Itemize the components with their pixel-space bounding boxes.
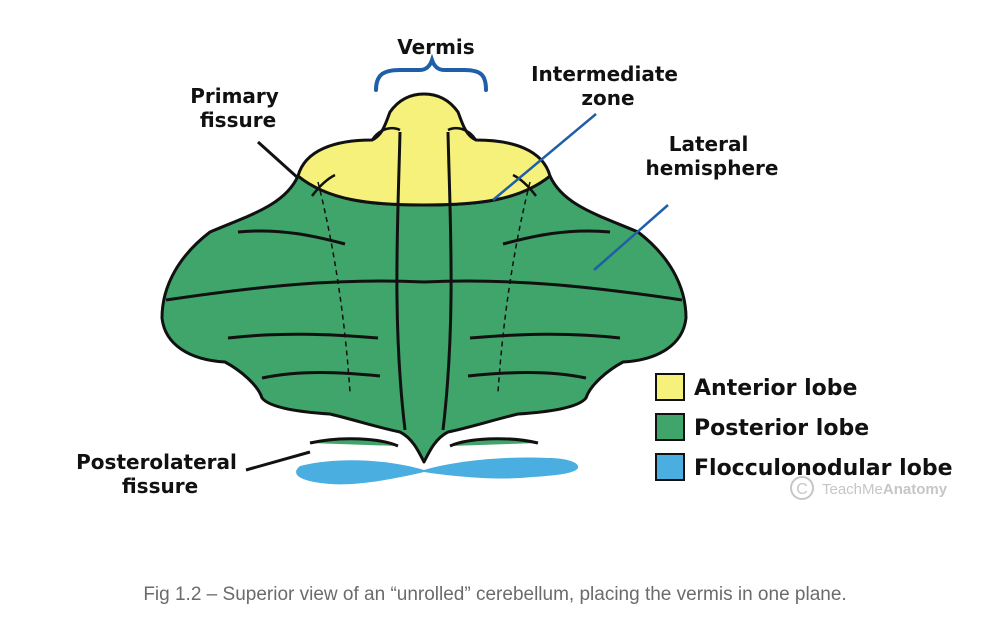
anterior-fold-right xyxy=(512,173,537,197)
intermediate-zone-label: Intermediate zone xyxy=(531,62,685,110)
anterior-fold-left xyxy=(311,173,336,197)
vermis-line-right xyxy=(441,131,453,431)
watermark: C TeachMeAnatomy xyxy=(790,476,948,500)
anterior-notch-right xyxy=(447,126,478,141)
folium-2-left xyxy=(165,279,425,302)
cerebellum-diagram: Vermis Primary fissure Intermediate zone… xyxy=(76,35,953,500)
anterior-lobe-shape xyxy=(296,92,552,207)
bottom-fold-left xyxy=(309,437,399,448)
copyright-c-icon xyxy=(790,476,814,500)
folium-3-left xyxy=(227,332,379,340)
posterior-lobe-shape xyxy=(160,174,688,464)
bottom-fold-right xyxy=(449,437,539,448)
posterolateral-fissure-label: Posterolateral fissure xyxy=(76,450,244,498)
lateral-hemisphere-label: Lateral hemisphere xyxy=(646,132,779,180)
folium-4-right xyxy=(467,371,587,380)
lateral-hemisphere-pointer xyxy=(593,204,669,271)
legend-label-flocculonodular: Flocculonodular lobe xyxy=(694,456,953,481)
primary-fissure-pointer xyxy=(256,140,300,180)
legend-label-posterior: Posterior lobe xyxy=(694,416,869,441)
primary-fissure-label: Primary fissure xyxy=(190,84,286,132)
folium-2-right xyxy=(423,279,683,302)
folium-4-left xyxy=(261,371,381,380)
intermediate-zone-pointer xyxy=(492,113,597,201)
vermis-line-left xyxy=(395,131,407,431)
folium-3-right xyxy=(469,332,621,340)
folium-1-left xyxy=(237,229,346,246)
legend-swatch-anterior xyxy=(655,373,685,401)
legend-swatch-posterior xyxy=(655,413,685,441)
flocculonodular-lobe-shape xyxy=(296,457,579,485)
folium-1-right xyxy=(502,229,611,246)
vermis-label: Vermis xyxy=(397,35,474,59)
posterolateral-fissure-pointer xyxy=(245,450,311,472)
legend-swatch-flocculonodular xyxy=(655,453,685,481)
legend-label-anterior: Anterior lobe xyxy=(694,376,857,401)
figure-caption: Fig 1.2 – Superior view of an “unrolled”… xyxy=(143,584,847,605)
legend: Anterior lobe Posterior lobe Flocculonod… xyxy=(655,373,953,481)
anterior-notch-left xyxy=(370,126,401,141)
vermis-brace xyxy=(374,53,488,92)
copyright-c-glyph: C xyxy=(796,481,808,498)
watermark-brand: TeachMeAnatomy xyxy=(822,481,948,498)
